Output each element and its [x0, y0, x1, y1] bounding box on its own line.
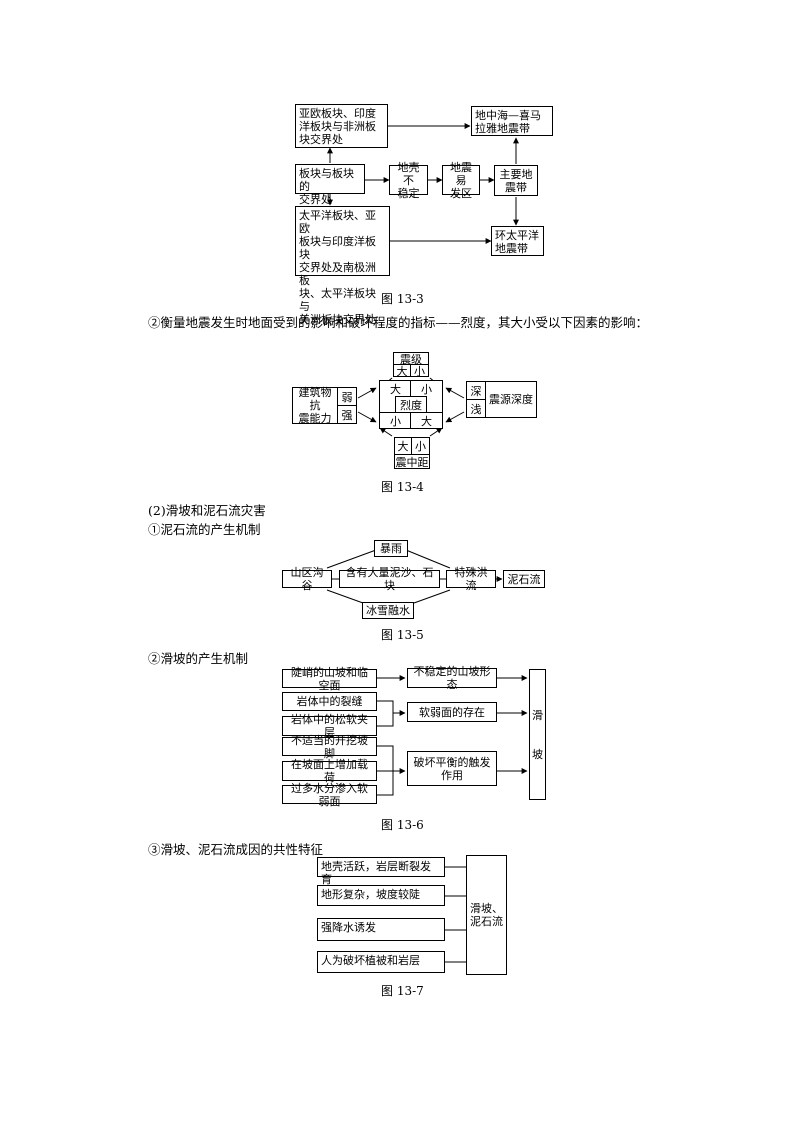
distance-big: 大 — [394, 437, 412, 455]
paragraph-intensity: ②衡量地震发生时地面受到的影响和破坏程度的指标——烈度，其大小受以下因素的影响： — [148, 315, 649, 330]
cause-improper-excavation: 不适当的开挖坡脚 — [282, 734, 377, 760]
caption-13-3: 图 13-3 — [381, 292, 424, 306]
building-weak: 弱 — [337, 387, 357, 406]
magnitude-label: 震级 — [393, 352, 429, 366]
mid-unstable-slope: 不稳定的山坡形态 — [407, 665, 497, 691]
result-landslide-debris: 滑坡、 泥石流 — [466, 855, 507, 975]
epicentral-distance-label: 震中距 — [394, 454, 430, 469]
heading-slide-mechanism: ②滑坡的产生机制 — [148, 651, 249, 666]
center-top-left-big: 大 — [379, 380, 411, 397]
building-strong: 强 — [337, 405, 357, 424]
box-mediterranean-belt: 地中海—喜马 拉雅地震带 — [471, 106, 553, 136]
box-special-flood: 特殊洪流 — [446, 566, 496, 592]
box-rainstorm: 暴雨 — [374, 540, 408, 557]
box-debris-flow: 泥石流 — [503, 570, 545, 588]
cause-soft-layer: 岩体中的松软夹层 — [282, 713, 377, 739]
distance-small: 小 — [411, 437, 430, 455]
box-sediment-rich: 含有大量泥沙、石块 — [339, 566, 440, 592]
center-bottom-right-big: 大 — [410, 412, 443, 429]
building-resistance-label: 建筑物抗 震能力 — [292, 386, 338, 425]
caption-13-4: 图 13-4 — [381, 480, 424, 494]
box-eurasia-boundary: 亚欧板块、印度 洋板块与非洲板 块交界处 — [295, 104, 388, 148]
box-circum-pacific-belt: 环太平洋 地震带 — [491, 226, 544, 256]
caption-13-5: 图 13-5 — [381, 628, 424, 642]
caption-13-6: 图 13-6 — [381, 818, 424, 832]
box-plate-boundary: 板块与板块的 交界处 — [295, 164, 365, 206]
box-snowmelt: 冰雪融水 — [362, 602, 414, 619]
center-bottom-left-small: 小 — [379, 412, 411, 429]
result-landslide: 滑 坡 — [529, 669, 546, 800]
intensity-label: 烈度 — [395, 396, 427, 413]
cause-steep-slope: 陡峭的山坡和临空面 — [282, 666, 377, 692]
box-quake-prone: 地震易 发区 — [442, 161, 480, 200]
feature-human-damage: 人为破坏植被和岩层 — [317, 951, 445, 973]
mid-trigger: 破坏平衡的触发 作用 — [407, 751, 497, 786]
heading-debris-flow: ①泥石流的产生机制 — [148, 522, 261, 537]
focal-depth-label: 震源深度 — [485, 381, 537, 418]
heading-common-features: ③滑坡、泥石流成因的共性特征 — [148, 842, 324, 857]
center-top-right-small: 小 — [410, 380, 443, 397]
box-mountain-valley: 山区沟谷 — [282, 566, 332, 592]
cause-water-seepage: 过多水分渗入软弱面 — [282, 782, 377, 808]
cause-rock-cracks: 岩体中的裂缝 — [282, 692, 377, 711]
caption-13-7: 图 13-7 — [381, 984, 424, 998]
cause-added-load: 在坡面上增加载荷 — [282, 758, 377, 784]
feature-heavy-rain: 强降水诱发 — [317, 918, 445, 941]
depth-shallow: 浅 — [466, 399, 486, 418]
heading-landslide: (2)滑坡和泥石流灾害 — [148, 503, 266, 518]
mid-weak-plane: 软弱面的存在 — [407, 702, 497, 722]
feature-complex-terrain: 地形复杂，坡度较陡 — [317, 885, 445, 906]
box-main-belt: 主要地 震带 — [494, 165, 538, 196]
magnitude-small: 小 — [410, 364, 429, 378]
box-crust-unstable: 地壳不 稳定 — [389, 161, 428, 200]
depth-deep: 深 — [466, 381, 486, 400]
box-pacific-boundary: 太平洋板块、亚欧 板块与印度洋板块 交界处及南极洲板 块、太平洋板块与 美洲板块… — [295, 206, 390, 326]
magnitude-big: 大 — [393, 364, 411, 378]
feature-active-crust: 地壳活跃，岩层断裂发育 — [317, 857, 445, 886]
